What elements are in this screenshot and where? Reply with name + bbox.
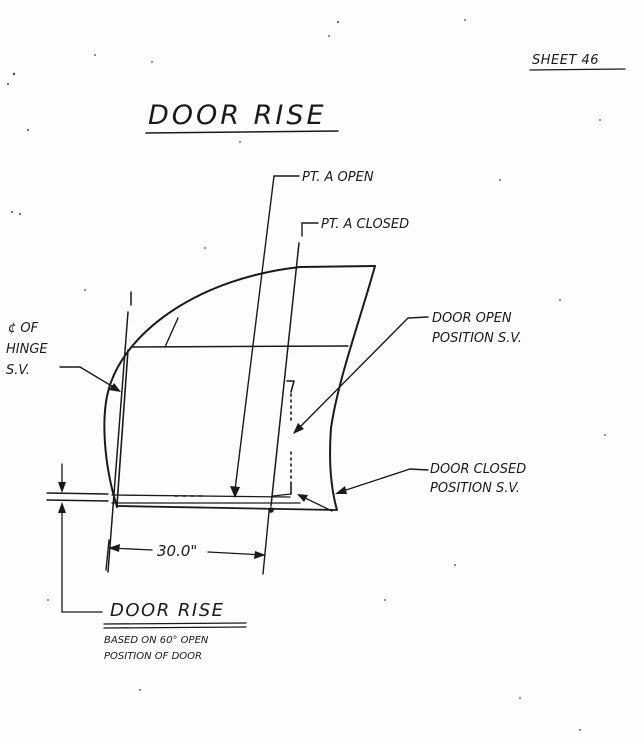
door-closed-line2: POSITION S.V. xyxy=(430,481,520,496)
hinge-centerline xyxy=(107,291,132,573)
hinge-label-line1: ¢ OF xyxy=(8,321,39,336)
hinge-callout: ¢ OF HINGE S.V. xyxy=(6,321,121,392)
drawing-title: DOOR RISE xyxy=(145,100,339,134)
width-dimension: 30.0" xyxy=(105,511,270,575)
door-rise-dimension: DOOR RISE BASED ON 60° OPEN POSITION OF … xyxy=(58,463,247,662)
door-open-line1: DOOR OPEN xyxy=(432,311,512,326)
pt-a-closed-label: PT. A CLOSED xyxy=(321,217,409,232)
door-open-callout: DOOR OPEN POSITION S.V. xyxy=(293,311,522,434)
sheet-label: SHEET 46 xyxy=(532,53,599,68)
door-rise-label: DOOR RISE xyxy=(110,600,225,621)
hinge-label-line3: S.V. xyxy=(6,363,30,378)
note-line2: POSITION OF DOOR xyxy=(104,651,202,662)
hinge-label-line2: HINGE xyxy=(6,342,48,357)
note-line1: BASED ON 60° OPEN xyxy=(104,635,209,646)
ground-line xyxy=(46,492,301,504)
door-outline xyxy=(103,265,376,511)
door-closed-line1: DOOR CLOSED xyxy=(430,462,526,477)
scan-specks xyxy=(7,19,606,731)
title-text: DOOR RISE xyxy=(148,100,327,131)
door-open-line2: POSITION S.V. xyxy=(432,331,522,346)
pt-a-open-callout: PT. A OPEN xyxy=(230,170,374,498)
door-closed-callout: DOOR CLOSED POSITION S.V. xyxy=(335,462,526,496)
pt-a-closed-callout: PT. A CLOSED xyxy=(268,217,409,513)
sheet-number: SHEET 46 xyxy=(529,53,626,71)
point-a-travel xyxy=(174,380,295,497)
dimension-label: 30.0" xyxy=(157,542,197,560)
pt-a-open-label: PT. A OPEN xyxy=(302,170,374,185)
closing-arrow xyxy=(297,494,333,512)
